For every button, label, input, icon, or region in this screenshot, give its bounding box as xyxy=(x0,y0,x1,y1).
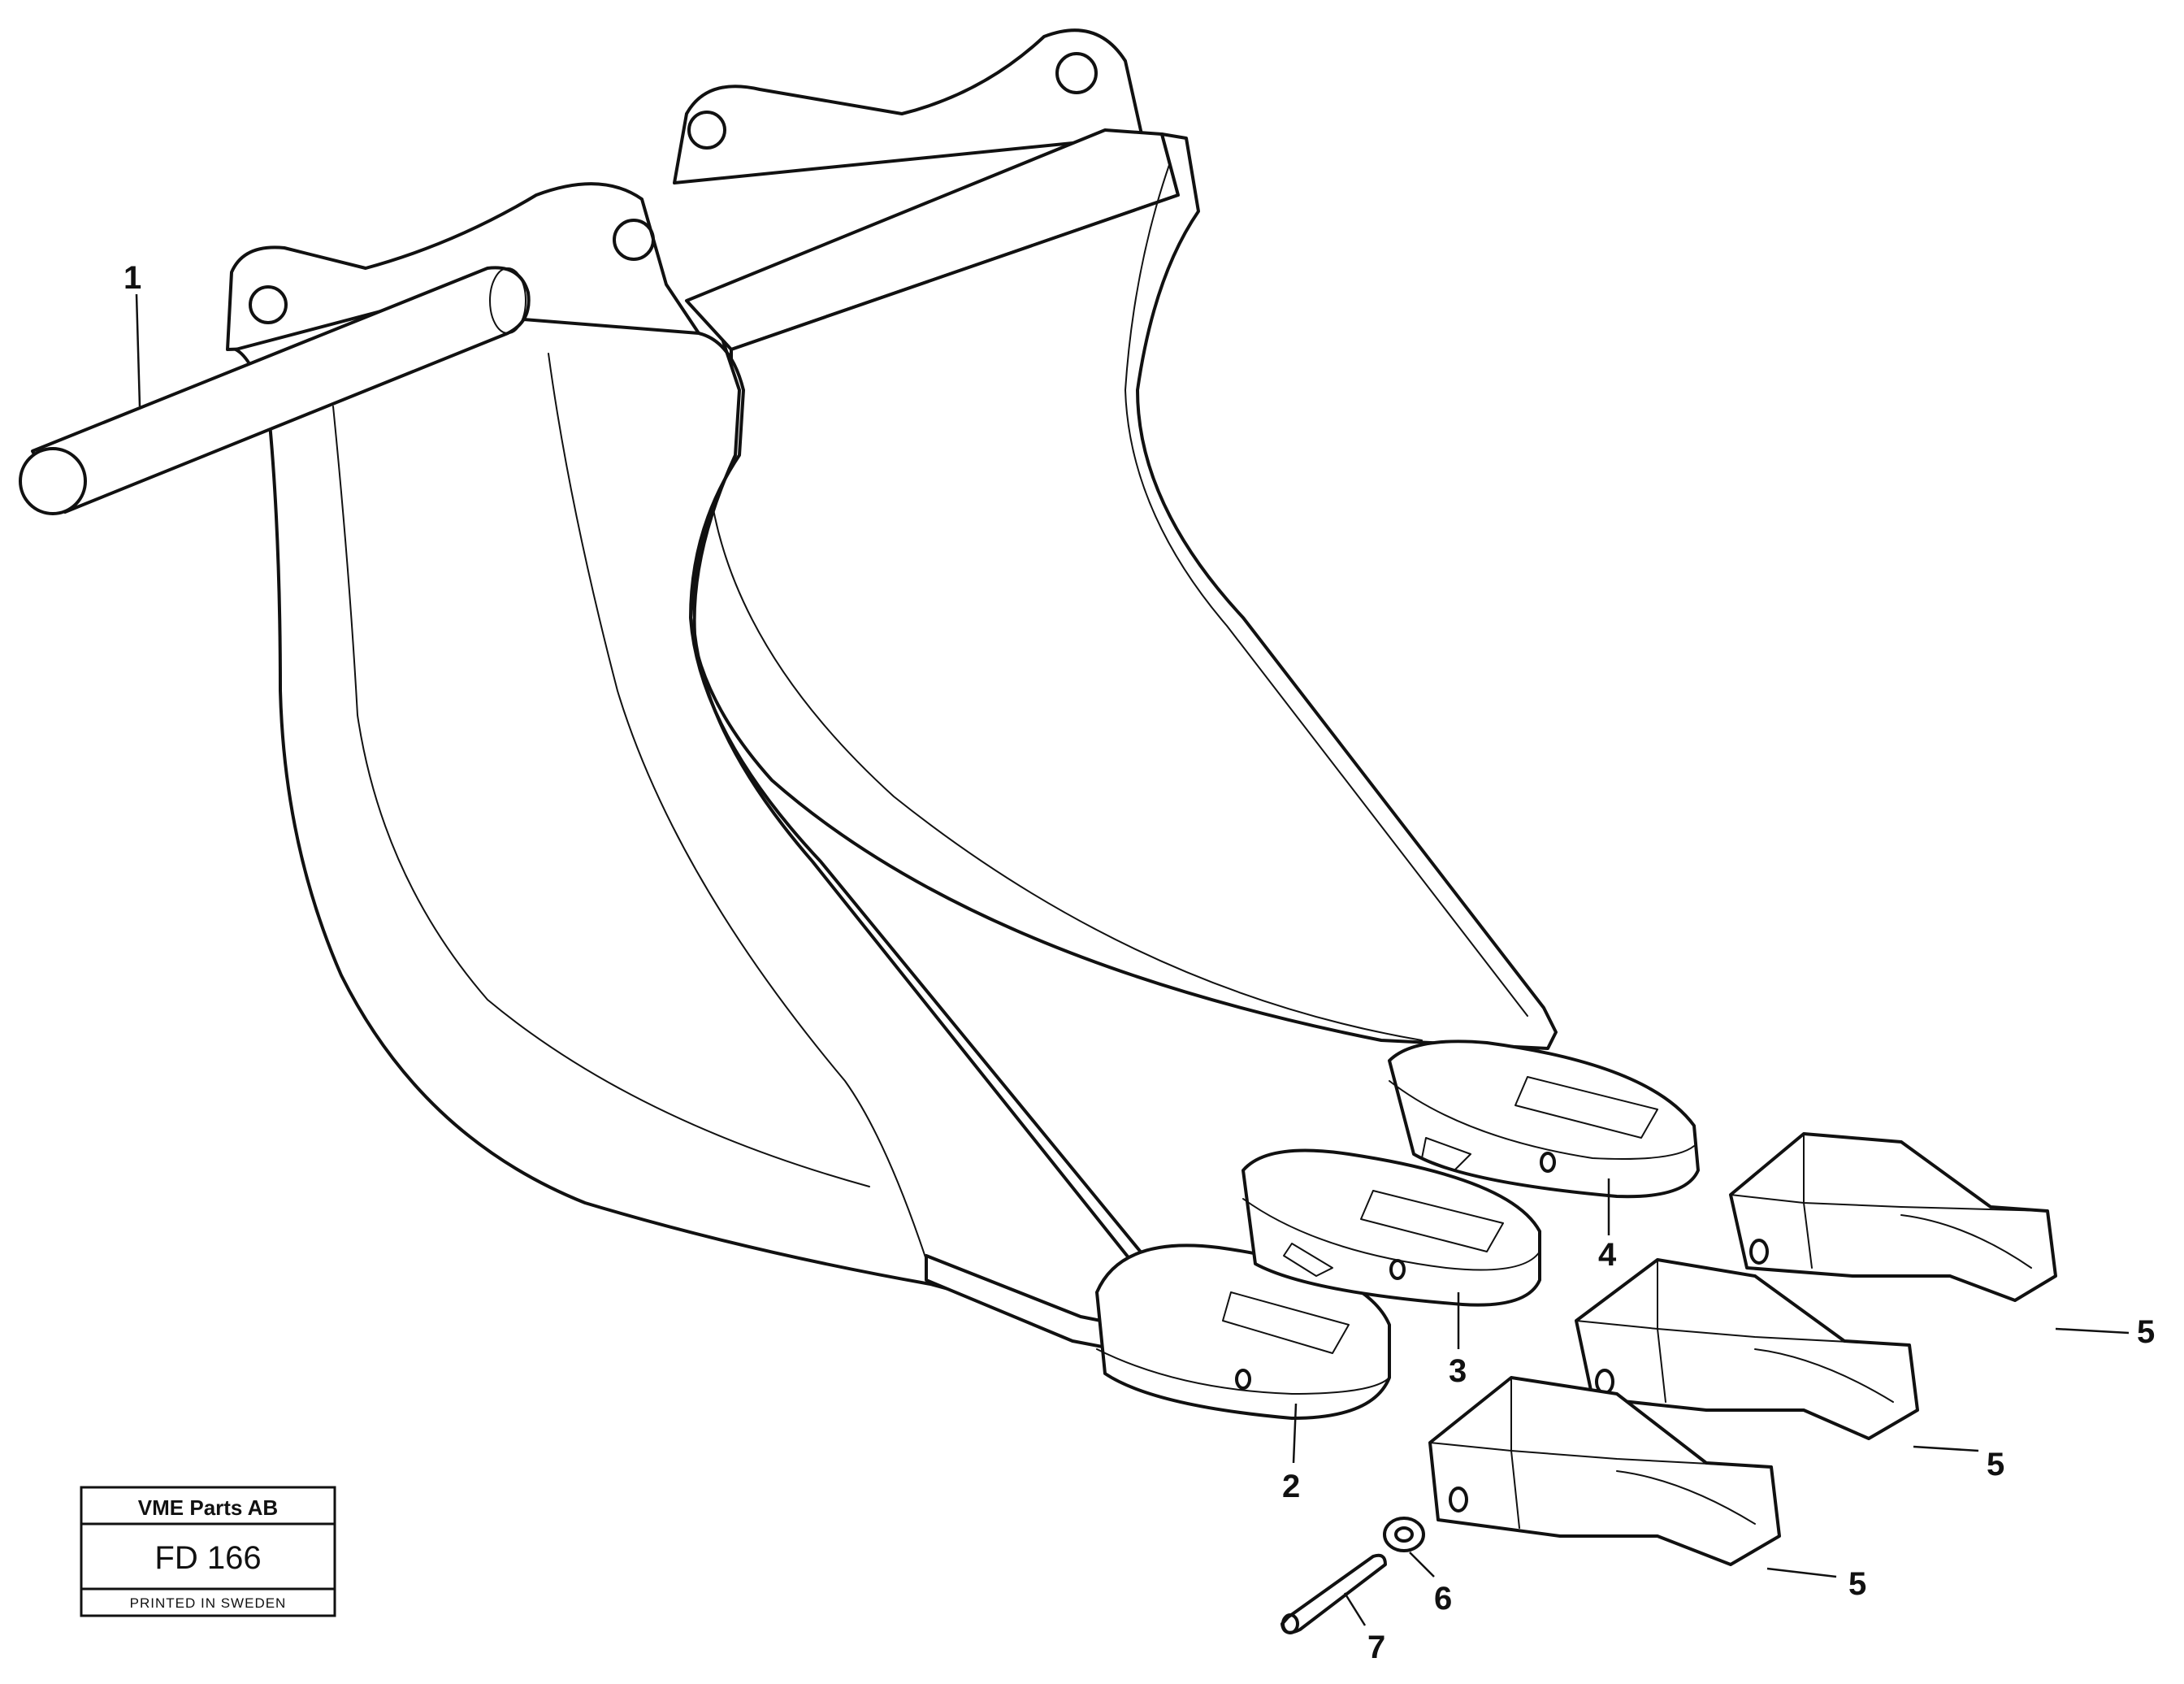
title-block-company: VME Parts AB xyxy=(138,1495,278,1520)
leader-lines xyxy=(135,293,2130,1626)
title-block-code: FD 166 xyxy=(154,1540,261,1576)
main-pin xyxy=(19,266,531,515)
retaining-pin xyxy=(1280,1553,1387,1634)
callout-6: 6 xyxy=(1434,1581,1452,1617)
callout-4: 4 xyxy=(1598,1237,1617,1273)
adapter-2 xyxy=(1095,1243,1391,1420)
callout-3: 3 xyxy=(1449,1353,1467,1389)
tooth-5-front xyxy=(1428,1376,1781,1566)
washer xyxy=(1383,1517,1425,1552)
title-block: VME Parts AB FD 166 PRINTED IN SWEDEN xyxy=(80,1486,336,1617)
adapter-3 xyxy=(1242,1148,1541,1307)
tooth-5-middle xyxy=(1575,1258,1919,1440)
callout-1: 1 xyxy=(124,260,141,296)
callout-5-front: 5 xyxy=(1848,1566,1866,1602)
title-block-printed: PRINTED IN SWEDEN xyxy=(130,1595,287,1611)
callout-5-middle: 5 xyxy=(1987,1447,2004,1482)
adapter-4 xyxy=(1388,1039,1700,1199)
callout-5-rear: 5 xyxy=(2137,1314,2155,1350)
tooth-5-rear xyxy=(1729,1132,2057,1302)
callout-7: 7 xyxy=(1367,1630,1385,1665)
callout-2: 2 xyxy=(1282,1469,1300,1504)
